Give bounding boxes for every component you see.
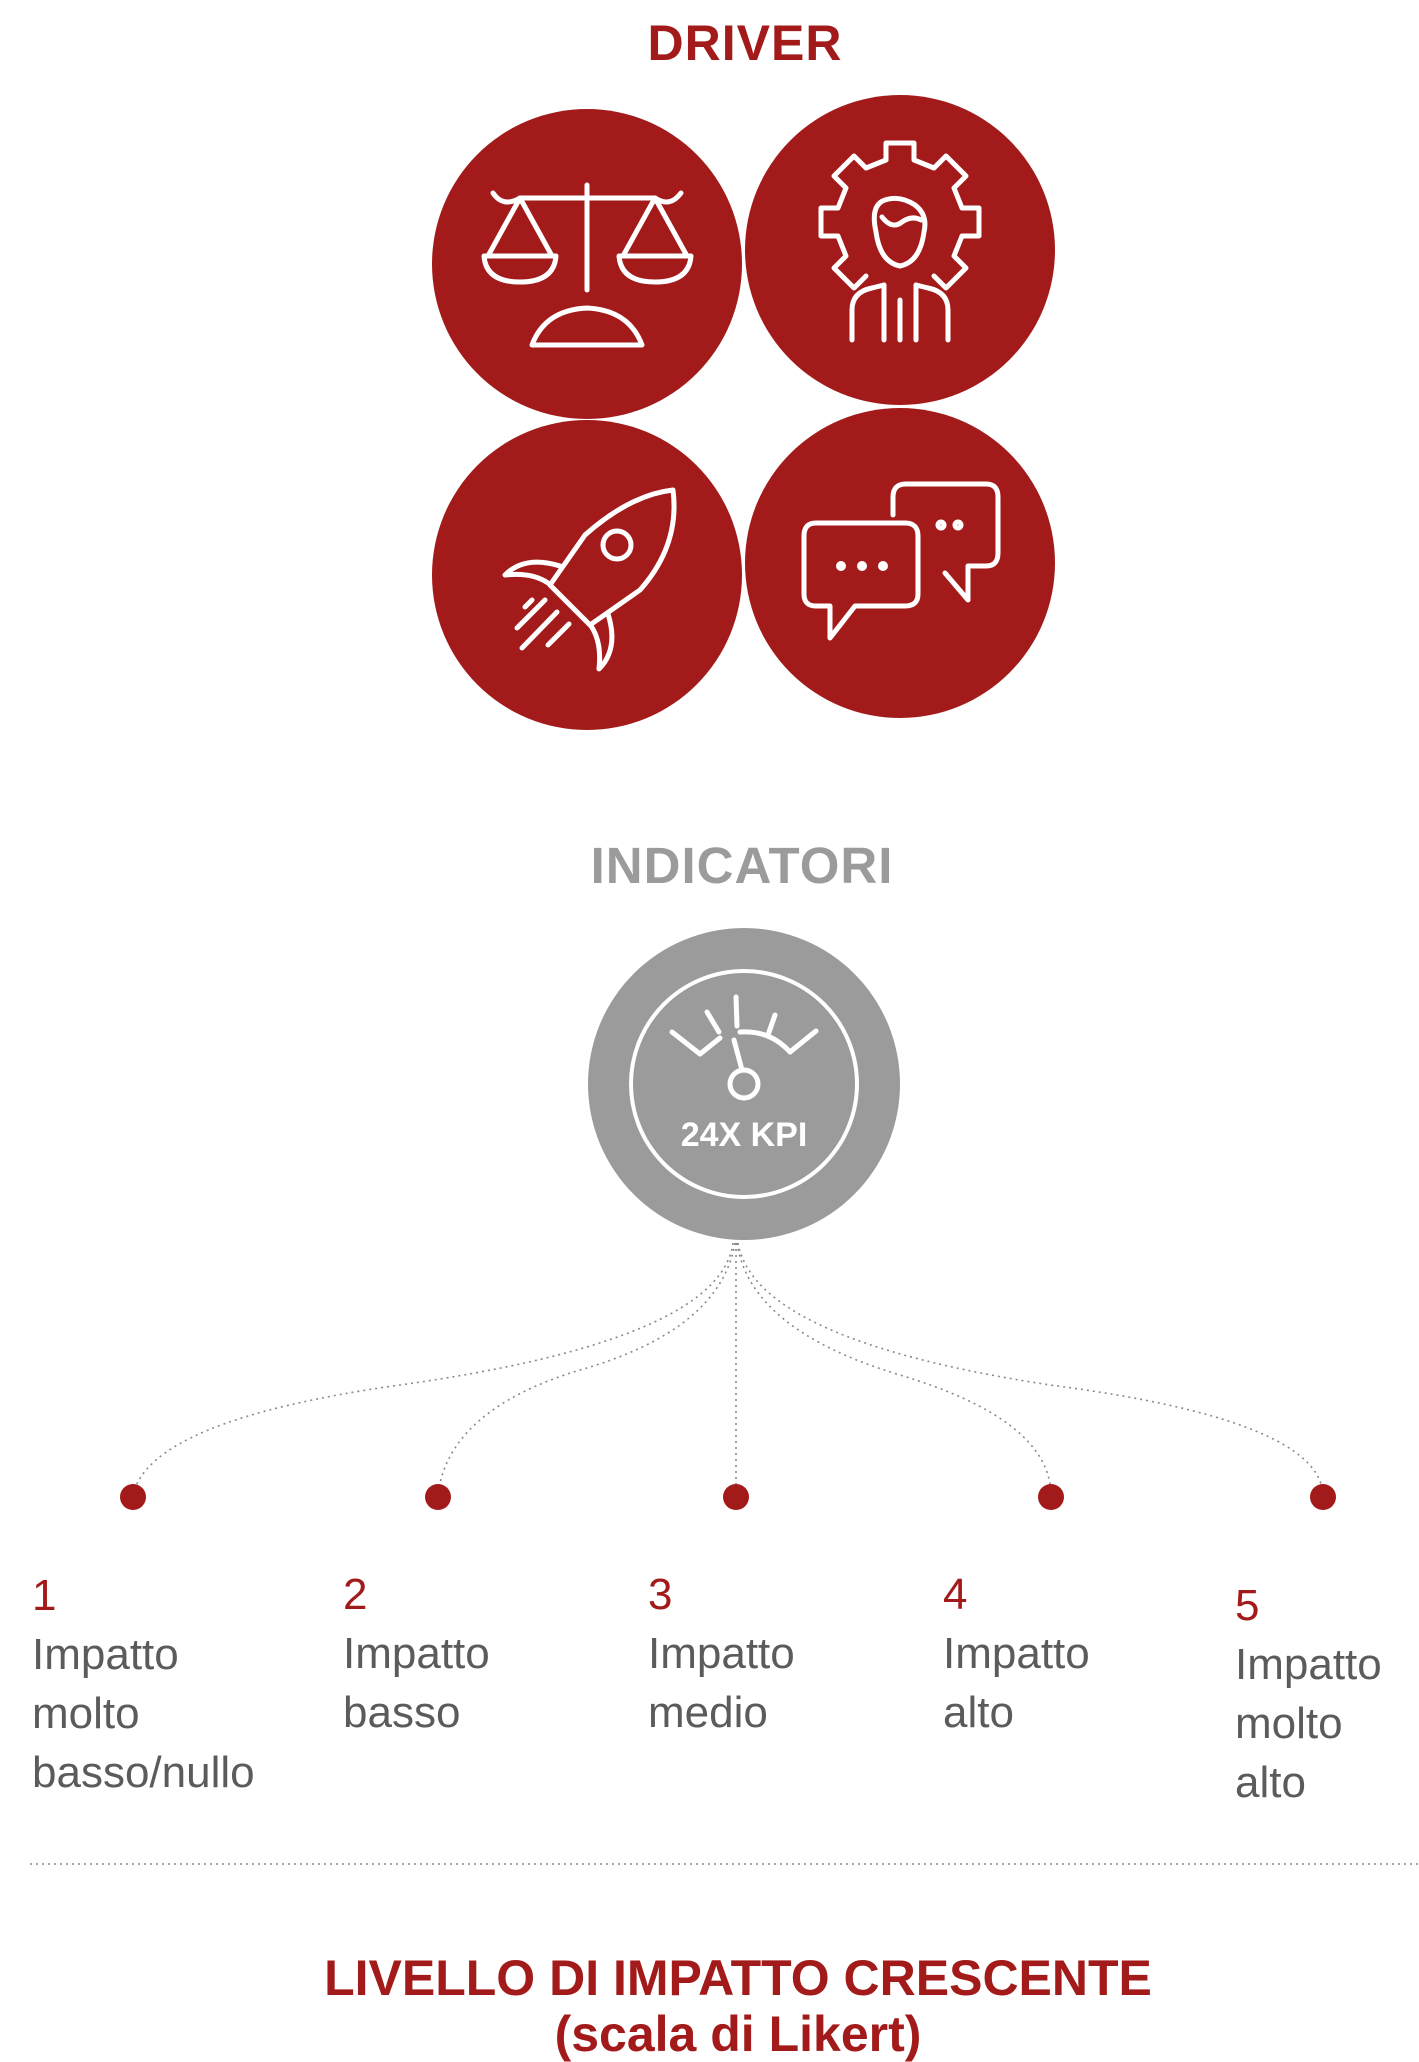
- connector-2: [437, 1242, 736, 1496]
- gauge-icon: [669, 994, 819, 1101]
- level-label: basso: [343, 1688, 461, 1737]
- indicatori-title: INDICATORI: [590, 837, 894, 894]
- level-label: medio: [648, 1688, 768, 1737]
- level-2: 2 Impatto basso: [343, 1565, 490, 1742]
- level-label: molto: [32, 1689, 140, 1738]
- kpi-gauge: 24X KPI: [588, 928, 900, 1240]
- level-dot-4: [1038, 1484, 1064, 1510]
- chat-bubbles-icon: [801, 481, 1001, 641]
- connector-lines: [132, 1242, 1324, 1496]
- level-number: 3: [648, 1570, 673, 1619]
- level-dot-3: [723, 1484, 749, 1510]
- level-dot-5: [1310, 1484, 1336, 1510]
- level-dot-1: [120, 1484, 146, 1510]
- gauge-label: 24X KPI: [681, 1116, 808, 1154]
- level-label: Impatto: [648, 1629, 795, 1678]
- driver-circle-balance: [432, 109, 742, 419]
- level-3: 3 Impatto medio: [648, 1565, 795, 1742]
- level-label: Impatto: [943, 1629, 1090, 1678]
- driver-title: DRIVER: [647, 15, 843, 71]
- level-dots: [120, 1484, 1336, 1510]
- level-label: basso/nullo: [32, 1748, 255, 1797]
- driver-circle-rocket: [432, 420, 742, 730]
- level-label: Impatto: [1235, 1640, 1382, 1689]
- level-5: 5 Impatto molto alto: [1235, 1576, 1382, 1812]
- level-label: alto: [943, 1688, 1014, 1737]
- level-number: 5: [1235, 1581, 1260, 1630]
- level-number: 4: [943, 1570, 968, 1619]
- level-label: alto: [1235, 1758, 1306, 1807]
- level-number: 1: [32, 1571, 57, 1620]
- level-label: molto: [1235, 1699, 1343, 1748]
- level-4: 4 Impatto alto: [943, 1565, 1090, 1742]
- level-1: 1 Impatto molto basso/nullo: [32, 1566, 255, 1802]
- level-number: 2: [343, 1570, 368, 1619]
- gear-person-icon: [818, 140, 982, 343]
- driver-circle-chat: [745, 408, 1055, 718]
- connector-5: [737, 1242, 1324, 1496]
- connector-1: [132, 1242, 734, 1496]
- rocket-icon: [502, 487, 677, 672]
- footer-subtitle: (scala di Likert): [554, 2006, 922, 2062]
- driver-circle-gear: [745, 95, 1055, 405]
- footer-title: LIVELLO DI IMPATTO CRESCENTE: [324, 1950, 1152, 2006]
- connector-4: [736, 1242, 1052, 1496]
- level-dot-2: [425, 1484, 451, 1510]
- level-label: Impatto: [343, 1629, 490, 1678]
- level-label: Impatto: [32, 1630, 179, 1679]
- balance-scale-icon: [481, 182, 694, 348]
